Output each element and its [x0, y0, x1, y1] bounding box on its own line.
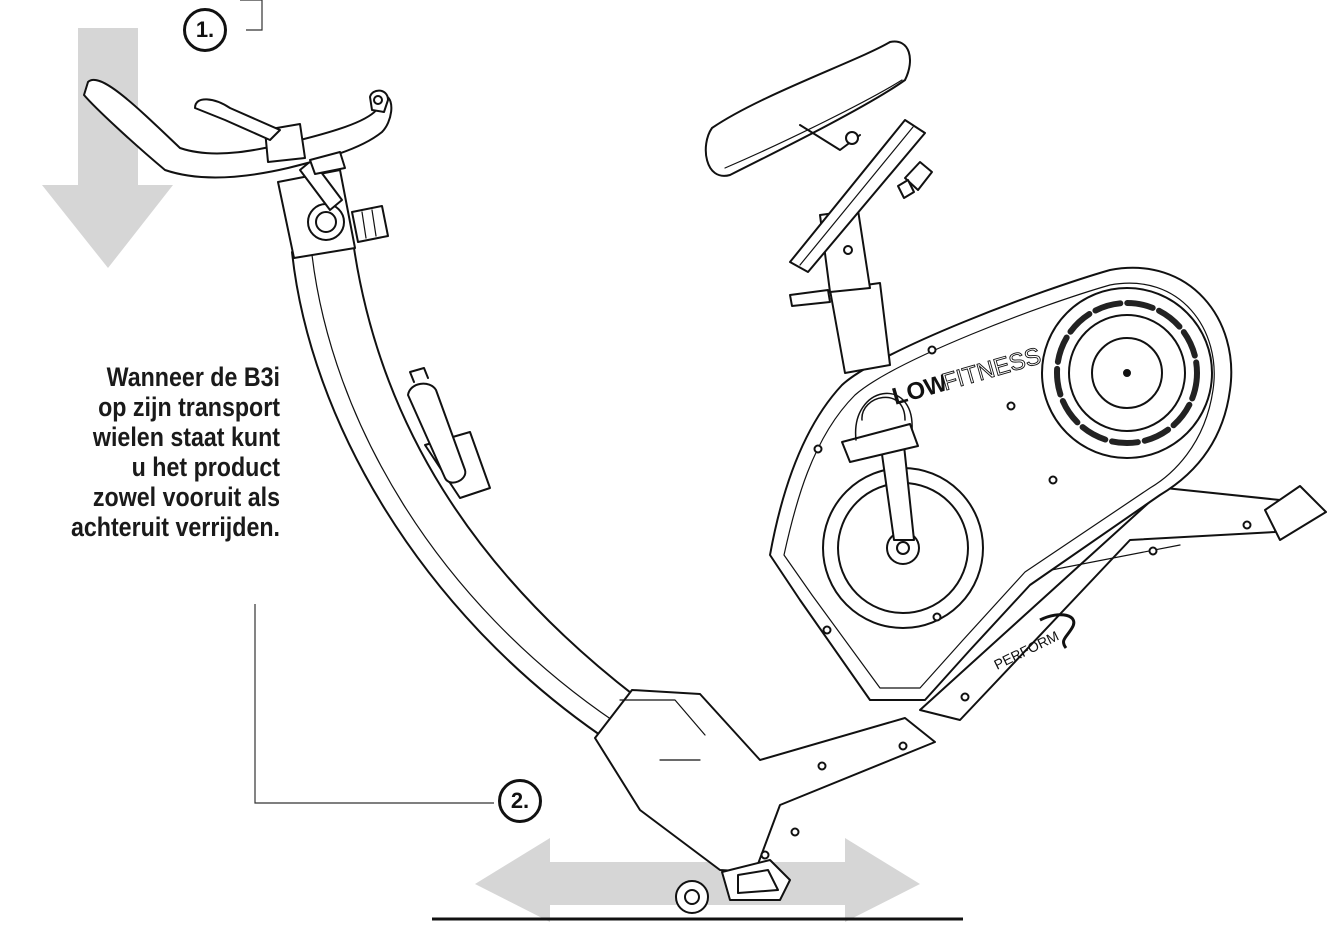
pedal [841, 423, 919, 463]
callout-line-2 [254, 604, 494, 804]
caption-line: u het product [131, 452, 280, 482]
left-right-arrow-icon [475, 838, 920, 922]
adjust-knob [351, 205, 389, 243]
caption-line: op zijn transport [98, 392, 280, 422]
step-2-badge: 2. [498, 779, 542, 823]
caption-line: achteruit verrijden. [70, 512, 280, 542]
bike-drawing [83, 40, 1327, 914]
caption-line: Wanneer de B3i [106, 362, 280, 392]
step-1-badge: 1. [183, 8, 227, 52]
caption-line: zowel vooruit als [92, 482, 280, 512]
seat [704, 40, 911, 177]
callout-line-1 [240, 0, 263, 31]
base-frame [594, 689, 936, 873]
instruction-caption: Wanneer de B3i op zijn transport wielen … [39, 362, 280, 542]
model-swoosh-icon [1039, 613, 1076, 649]
seat-adjust-knob [789, 289, 831, 307]
handlebar [83, 79, 393, 179]
seat-post [829, 282, 891, 374]
down-arrow-icon [42, 28, 173, 268]
caption-line: wielen staat kunt [92, 422, 281, 452]
seat-rail [789, 119, 926, 273]
rear-foot [1264, 485, 1327, 541]
water-bottle [407, 382, 467, 484]
